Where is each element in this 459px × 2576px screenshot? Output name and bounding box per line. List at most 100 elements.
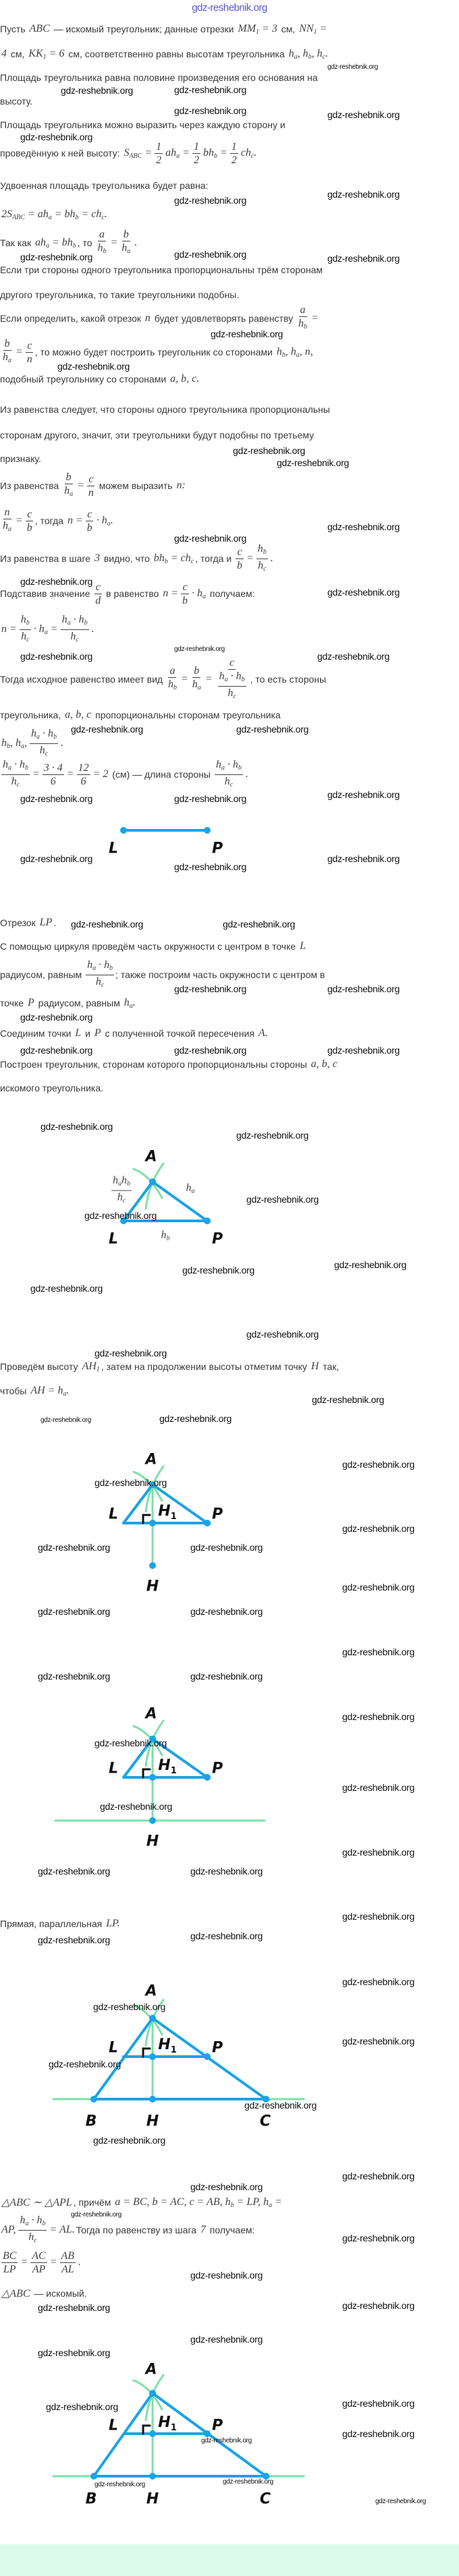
text: треугольника, <box>0 710 64 720</box>
watermark: gdz-reshebnik.org <box>327 189 400 200</box>
watermark: gdz-reshebnik.org <box>38 2302 110 2313</box>
triangle-apl-diagram <box>120 1162 212 1224</box>
text-line: △ABC — искомый. <box>0 2285 87 2301</box>
math: bhb = chc <box>153 552 194 565</box>
text: — искомый треугольник; данные отрезки <box>51 24 237 34</box>
numerator: hb <box>256 542 268 559</box>
label-h1: H1 <box>158 2036 177 2056</box>
watermark: gdz-reshebnik.org <box>342 2233 414 2243</box>
denominator: ha <box>3 351 11 364</box>
watermark: gdz-reshebnik.org <box>100 1801 172 1812</box>
watermark: gdz-reshebnik.org <box>46 2401 118 2412</box>
point-a <box>149 1736 156 1742</box>
numerator: c <box>228 656 236 670</box>
numerator: c <box>181 581 189 594</box>
label-p: P <box>211 1760 223 1777</box>
watermark: gdz-reshebnik.org <box>190 1930 263 1941</box>
text: , тогда <box>34 515 66 526</box>
label-b: B <box>85 2490 97 2508</box>
numerator: a <box>97 229 106 241</box>
math: chc. <box>240 146 257 160</box>
math: = <box>246 552 254 564</box>
denominator: hc <box>70 630 79 643</box>
watermark: gdz-reshebnik.org <box>342 1911 414 1922</box>
text-line: Удвоенная площадь треугольника будет рав… <box>0 177 209 194</box>
watermark: gdz-reshebnik.org <box>342 1582 414 1593</box>
denominator: hc <box>117 1191 126 1205</box>
label-a: A <box>145 1148 157 1166</box>
text: пропорциональны сторонам треугольника <box>92 710 281 720</box>
watermark: gdz-reshebnik.org <box>327 109 400 120</box>
math: n: <box>176 480 186 491</box>
numerator: c <box>26 339 34 353</box>
numerator: hahb <box>111 1174 132 1191</box>
right-angle-mark <box>142 2424 151 2435</box>
text: Если определить, какой отрезок <box>0 313 144 324</box>
math: = AL. <box>49 2224 75 2235</box>
text: будет удовлетворять равенству <box>151 313 296 324</box>
site-header-watermark: gdz-reshebnik.org <box>192 2 267 13</box>
point-h <box>149 2096 156 2102</box>
denominator: hb <box>167 679 177 691</box>
final-triangle-diagram <box>52 2374 305 2480</box>
text: Из равенства в шаге <box>0 553 93 564</box>
math: n = <box>1 623 17 635</box>
point-h1 <box>149 2430 156 2437</box>
watermark: gdz-reshebnik.org <box>182 1265 254 1276</box>
text: Так как <box>0 237 34 248</box>
point-c <box>263 2473 269 2480</box>
point-p <box>204 1520 211 1526</box>
text-line: Проведём высоту AH1, затем на продолжени… <box>0 1358 339 1375</box>
label-h: H <box>146 1833 159 1850</box>
text: проведённую к ней высоту: <box>0 148 123 159</box>
footer-band <box>0 2544 459 2576</box>
triangle-abc-diagram <box>52 1999 305 2102</box>
watermark: gdz-reshebnik.org <box>57 361 130 372</box>
watermark: gdz-reshebnik.org <box>327 983 400 994</box>
watermark: gdz-reshebnik.org <box>342 1459 414 1470</box>
label-h: H <box>146 2490 159 2508</box>
point-h <box>149 1562 156 1569</box>
text: Из равенства <box>0 480 62 491</box>
label-p: P <box>211 2417 223 2434</box>
watermark: gdz-reshebnik.org <box>233 445 305 456</box>
watermark: gdz-reshebnik.org <box>236 724 308 735</box>
arc-from-l <box>132 1168 163 1199</box>
watermark: gdz-reshebnik.org <box>159 1413 232 1424</box>
text-line: △ABC ∼ △APL, причём a = BC, b = AC, c = … <box>0 2194 284 2210</box>
numerator: c <box>236 546 244 559</box>
watermark: gdz-reshebnik.org <box>246 1194 319 1205</box>
parallel-line-diagram <box>54 1719 266 1824</box>
numerator: BC <box>1 2250 18 2263</box>
math: P <box>28 997 34 1008</box>
numerator: c <box>26 508 34 521</box>
text-line: Пусть ABC — искомый треугольник; данные … <box>0 21 328 37</box>
watermark: gdz-reshebnik.org <box>327 253 400 264</box>
math: 7 <box>200 2224 206 2235</box>
watermark: gdz-reshebnik.org <box>190 2334 263 2345</box>
text-line: Если определить, какой отрезок n будет у… <box>0 304 320 331</box>
watermark: gdz-reshebnik.org <box>327 1045 400 1056</box>
math: a, b, c <box>310 1058 338 1070</box>
denominator: ha <box>3 520 11 533</box>
label-a: A <box>145 1705 157 1723</box>
right-angle-mark <box>142 1768 151 1779</box>
point-l <box>120 1218 127 1224</box>
numerator: 3 · 4 <box>42 762 64 775</box>
